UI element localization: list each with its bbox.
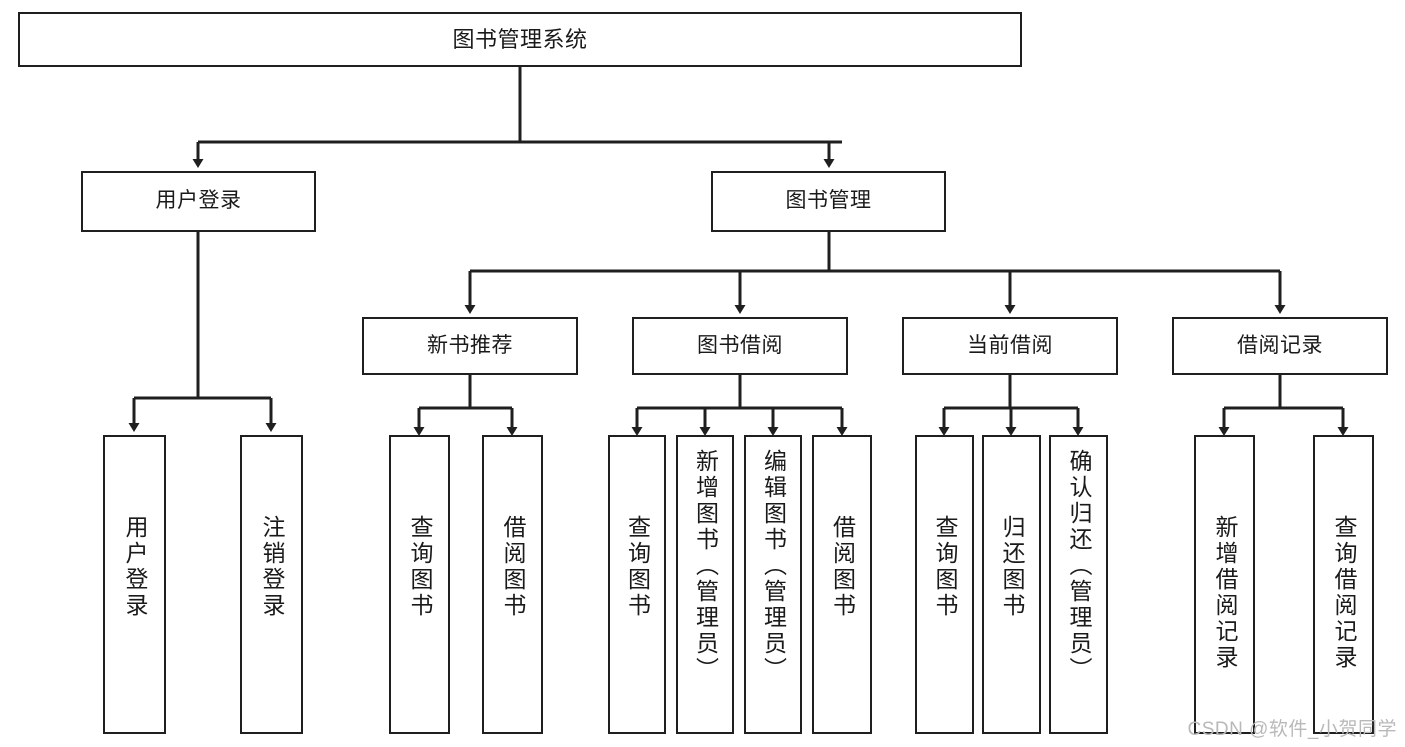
node-leaf-borrow-book[interactable]: 借阅图书 [812, 435, 872, 734]
node-label: 查询图书 [932, 515, 958, 619]
node-label: 归还图书 [999, 515, 1025, 619]
node-book-manage[interactable]: 图书管理 [711, 171, 946, 232]
node-label: 查询图书 [407, 515, 433, 619]
node-leaf-user-logout[interactable]: 注销登录 [240, 435, 303, 734]
node-label: 图书管理 [785, 189, 872, 213]
node-label: 借阅图书 [829, 515, 856, 619]
node-label: 借阅图书 [500, 515, 526, 619]
node-user-login[interactable]: 用户登录 [81, 171, 316, 232]
node-root-system[interactable]: 图书管理系统 [18, 12, 1022, 67]
node-label: 新增图书（管理员） [692, 449, 719, 683]
node-label: 编辑图书（管理员） [760, 449, 787, 683]
node-label: 借阅记录 [1237, 333, 1323, 357]
node-current-borrow[interactable]: 当前借阅 [902, 317, 1118, 375]
node-leaf-add-book[interactable]: 新增图书（管理员） [676, 435, 734, 734]
node-leaf-user-login[interactable]: 用户登录 [103, 435, 166, 734]
node-label: 图书管理系统 [452, 26, 588, 52]
node-label: 图书借阅 [697, 333, 783, 357]
node-label: 用户登录 [122, 515, 148, 619]
node-leaf-query-book-rec[interactable]: 查询图书 [389, 435, 450, 734]
node-leaf-edit-book[interactable]: 编辑图书（管理员） [744, 435, 802, 734]
node-label: 确认归还（管理员） [1066, 449, 1092, 683]
node-label: 注销登录 [259, 515, 285, 619]
node-leaf-query-book-current[interactable]: 查询图书 [915, 435, 974, 734]
node-leaf-return-book[interactable]: 归还图书 [982, 435, 1041, 734]
node-label: 新书推荐 [427, 333, 513, 357]
node-leaf-add-record[interactable]: 新增借阅记录 [1194, 435, 1255, 734]
node-leaf-query-record[interactable]: 查询借阅记录 [1313, 435, 1374, 734]
node-label: 当前借阅 [967, 333, 1053, 357]
node-book-borrow[interactable]: 图书借阅 [632, 317, 848, 375]
node-label: 查询借阅记录 [1331, 515, 1357, 671]
node-label: 新增借阅记录 [1212, 515, 1238, 671]
node-new-book-rec[interactable]: 新书推荐 [362, 317, 578, 375]
node-leaf-query-book-borrow[interactable]: 查询图书 [608, 435, 666, 734]
node-label: 查询图书 [624, 515, 651, 619]
node-leaf-confirm-return[interactable]: 确认归还（管理员） [1049, 435, 1108, 734]
node-label: 用户登录 [155, 189, 242, 213]
node-borrow-record[interactable]: 借阅记录 [1172, 317, 1388, 375]
node-leaf-borrow-book-rec[interactable]: 借阅图书 [482, 435, 543, 734]
csdn-watermark: CSDN @软件_小贺同学 [1187, 719, 1397, 740]
